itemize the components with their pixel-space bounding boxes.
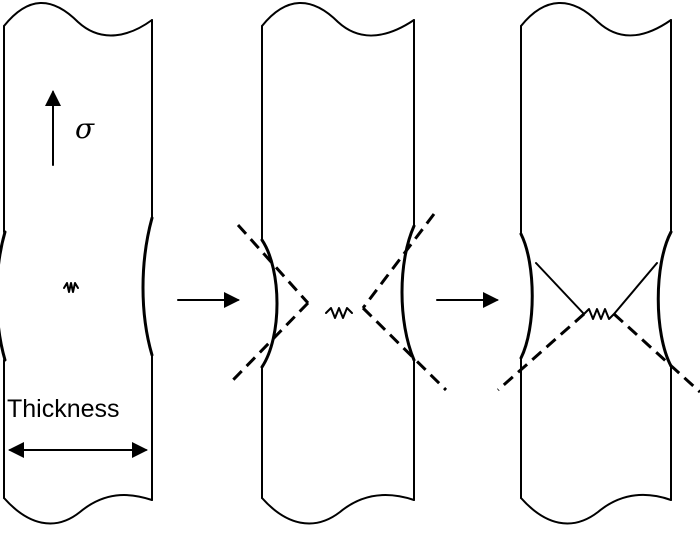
specimen-3-shear-band-right bbox=[612, 312, 700, 394]
specimen-2-shear-band-right-lower bbox=[361, 306, 448, 392]
specimen-2-crack bbox=[325, 307, 353, 319]
specimen-3-left-neck bbox=[519, 232, 534, 360]
specimen-2-shear-band-right-upper bbox=[361, 213, 436, 309]
specimen-3-bottom-break bbox=[520, 494, 672, 525]
specimen-2-left-neck bbox=[260, 238, 279, 369]
specimen-1-bottom-break bbox=[3, 494, 153, 525]
specimen-3 bbox=[497, 2, 700, 525]
specimen-1: σ Thickness bbox=[0, 2, 154, 525]
specimen-2-right-neck bbox=[400, 224, 416, 362]
specimen-3-top-break bbox=[520, 2, 672, 37]
specimen-1-top-break bbox=[3, 2, 153, 37]
specimen-2-bottom-break bbox=[261, 494, 415, 525]
thickness-label: Thickness bbox=[7, 395, 120, 423]
specimen-1-void bbox=[63, 282, 79, 293]
specimen-3-right-neck bbox=[656, 230, 673, 368]
specimen-3-shear-band-left bbox=[497, 312, 585, 392]
specimen-2 bbox=[231, 2, 448, 525]
specimen-3-fracture-surface bbox=[535, 262, 658, 320]
stress-symbol: σ bbox=[75, 112, 95, 145]
specimen-2-top-break bbox=[261, 2, 415, 37]
specimen-1-right-neck bbox=[141, 216, 154, 357]
specimen-1-left-neck bbox=[0, 230, 7, 362]
specimen-2-shear-band-left-lower bbox=[231, 301, 310, 382]
specimen-2-shear-band-left-upper bbox=[236, 223, 310, 305]
